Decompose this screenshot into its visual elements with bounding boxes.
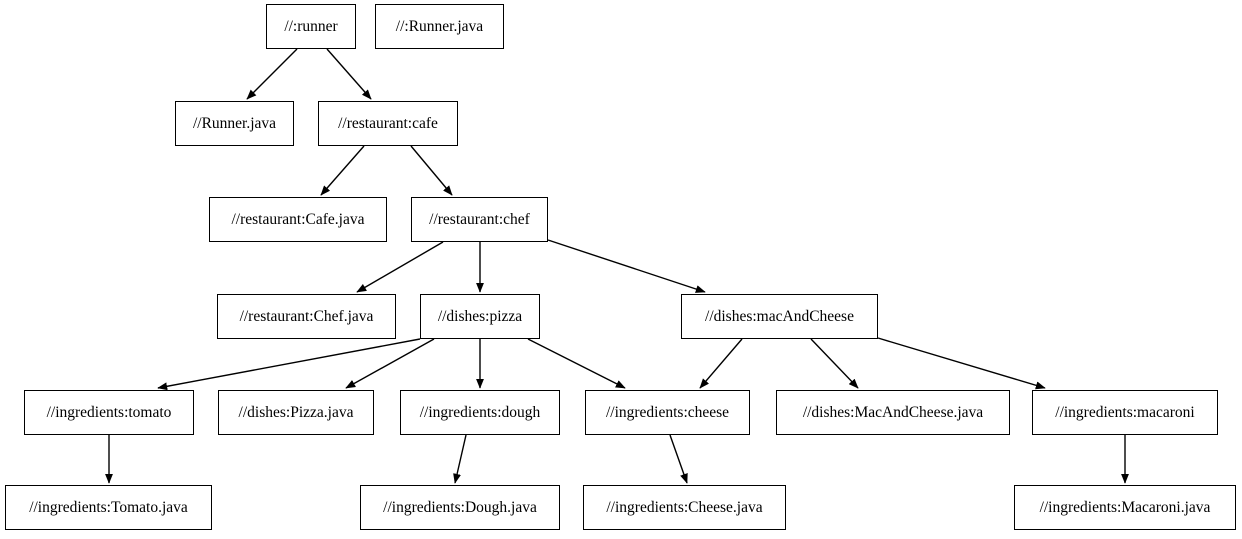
graph-edge-runner-to-restaurant_cafe <box>326 48 372 100</box>
graph-node-label: //restaurant:Chef.java <box>239 307 374 325</box>
graph-edge-dishes_macncheese-to-ing_macaroni <box>877 337 1046 390</box>
graph-node-ing_tomato[interactable]: //ingredients:tomato <box>24 390 194 435</box>
graph-edge-restaurant_cafe-to-restaurant_chef <box>410 145 453 196</box>
graph-node-macaroni_java[interactable]: //ingredients:Macaroni.java <box>1014 485 1236 530</box>
graph-node-dishes_pizza[interactable]: //dishes:pizza <box>420 294 540 339</box>
graph-node-label: //Runner.java <box>192 114 277 132</box>
graph-node-label: //restaurant:cafe <box>338 114 438 132</box>
graph-node-label: //ingredients:Dough.java <box>383 498 537 516</box>
graph-node-cafe_java[interactable]: //restaurant:Cafe.java <box>209 197 387 242</box>
graph-node-ing_dough[interactable]: //ingredients:dough <box>400 390 560 435</box>
graph-node-label: //dishes:MacAndCheese.java <box>802 403 984 421</box>
graph-node-label: //:Runner.java <box>395 17 484 35</box>
graph-node-label: //dishes:Pizza.java <box>238 403 354 421</box>
graph-edge-restaurant_chef-to-chef_java <box>356 241 444 293</box>
graph-node-label: //dishes:macAndCheese <box>705 307 854 325</box>
graph-edge-restaurant_chef-to-dishes_macncheese <box>547 239 706 293</box>
graph-node-label: //restaurant:Cafe.java <box>231 210 365 228</box>
graph-node-chef_java[interactable]: //restaurant:Chef.java <box>217 294 396 339</box>
graph-node-label: //ingredients:Tomato.java <box>29 498 188 516</box>
graph-node-label: //ingredients:macaroni <box>1055 403 1195 421</box>
graph-edge-ing_cheese-to-cheese_java <box>669 434 688 484</box>
graph-node-runner_java[interactable]: //Runner.java <box>175 101 294 146</box>
graph-node-dishes_macncheese[interactable]: //dishes:macAndCheese <box>681 294 878 339</box>
graph-node-macncheese_java[interactable]: //dishes:MacAndCheese.java <box>776 390 1010 435</box>
graph-node-label: //dishes:pizza <box>437 307 523 325</box>
graph-node-label: //ingredients:tomato <box>46 403 172 421</box>
graph-node-label: //ingredients:dough <box>419 403 541 421</box>
graph-node-ing_macaroni[interactable]: //ingredients:macaroni <box>1032 390 1218 435</box>
graph-edge-dishes_macncheese-to-macncheese_java <box>810 338 859 389</box>
graph-node-dough_java[interactable]: //ingredients:Dough.java <box>360 485 560 530</box>
graph-edge-dishes_pizza-to-ing_cheese <box>527 338 626 389</box>
graph-node-label: //ingredients:Cheese.java <box>606 498 763 516</box>
graph-edge-ing_dough-to-dough_java <box>453 434 467 484</box>
graph-node-root_runner_java[interactable]: //:Runner.java <box>375 4 504 49</box>
graph-node-label: //restaurant:chef <box>429 210 530 228</box>
graph-node-restaurant_cafe[interactable]: //restaurant:cafe <box>318 101 458 146</box>
graph-node-cheese_java[interactable]: //ingredients:Cheese.java <box>583 485 786 530</box>
graph-node-ing_cheese[interactable]: //ingredients:cheese <box>585 390 750 435</box>
graph-node-pizza_java[interactable]: //dishes:Pizza.java <box>218 390 374 435</box>
graph-edge-runner-to-runner_java <box>246 48 298 100</box>
graph-node-label: //ingredients:Macaroni.java <box>1039 498 1211 516</box>
graph-node-runner[interactable]: //:runner <box>266 4 356 49</box>
graph-edge-dishes_pizza-to-ing_tomato <box>157 338 421 391</box>
graph-node-tomato_java[interactable]: //ingredients:Tomato.java <box>5 485 212 530</box>
graph-edge-dishes_pizza-to-pizza_java <box>345 338 435 389</box>
graph-edge-dishes_macncheese-to-ing_cheese <box>699 338 743 389</box>
graph-node-label: //ingredients:cheese <box>605 403 730 421</box>
graph-edge-restaurant_cafe-to-cafe_java <box>320 145 365 196</box>
graph-node-label: //:runner <box>284 17 338 35</box>
graph-node-restaurant_chef[interactable]: //restaurant:chef <box>411 197 548 242</box>
